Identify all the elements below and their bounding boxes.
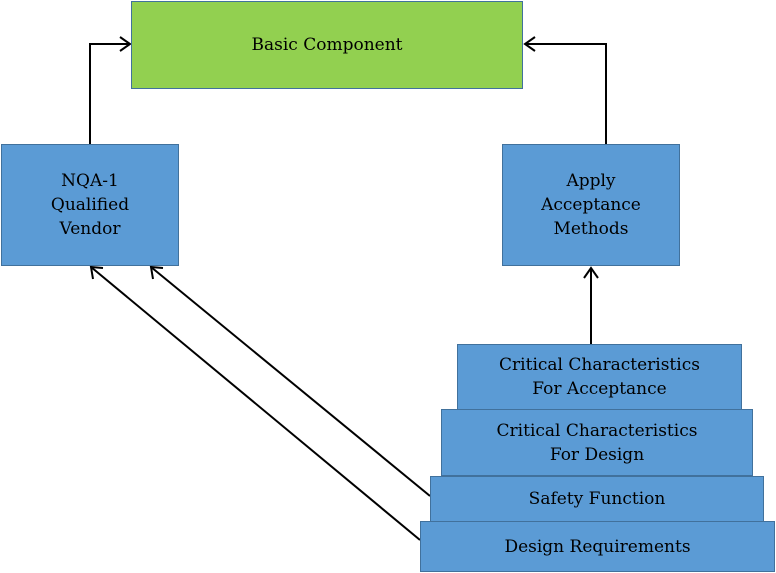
nqa-vendor-label: NQA-1 Qualified Vendor (50, 171, 130, 239)
arrowhead-vendor-to-basic (119, 36, 132, 52)
apply-acceptance-box: Apply Acceptance Methods (502, 144, 680, 266)
critical-acceptance-label: Critical Characteristics For Acceptance (499, 355, 700, 399)
design-requirements-box: Design Requirements (420, 521, 775, 572)
nqa-vendor-box: NQA-1 Qualified Vendor (1, 144, 179, 266)
arrowhead-safety-to-vendor (149, 265, 164, 280)
critical-acceptance-box: Critical Characteristics For Acceptance (457, 344, 742, 410)
safety-function-box: Safety Function (430, 476, 764, 522)
arrowhead-critical-to-apply (583, 266, 599, 279)
critical-design-label: Critical Characteristics For Design (496, 420, 698, 465)
arrow-safety-to-vendor (150, 266, 431, 497)
arrow-vendor-to-basic (89, 43, 130, 144)
arrow-design-to-vendor (90, 266, 421, 541)
safety-function-label: Safety Function (528, 489, 666, 509)
arrowhead-acceptance-to-basic (523, 36, 536, 52)
design-requirements-label: Design Requirements (504, 536, 691, 557)
critical-design-box: Critical Characteristics For Design (441, 409, 753, 476)
apply-acceptance-label: Apply Acceptance Methods (541, 171, 641, 239)
arrowhead-design-to-vendor (89, 265, 104, 280)
arrow-acceptance-to-basic (525, 43, 607, 144)
basic-component-label: Basic Component (251, 35, 403, 55)
basic-component-box: Basic Component (131, 1, 523, 89)
